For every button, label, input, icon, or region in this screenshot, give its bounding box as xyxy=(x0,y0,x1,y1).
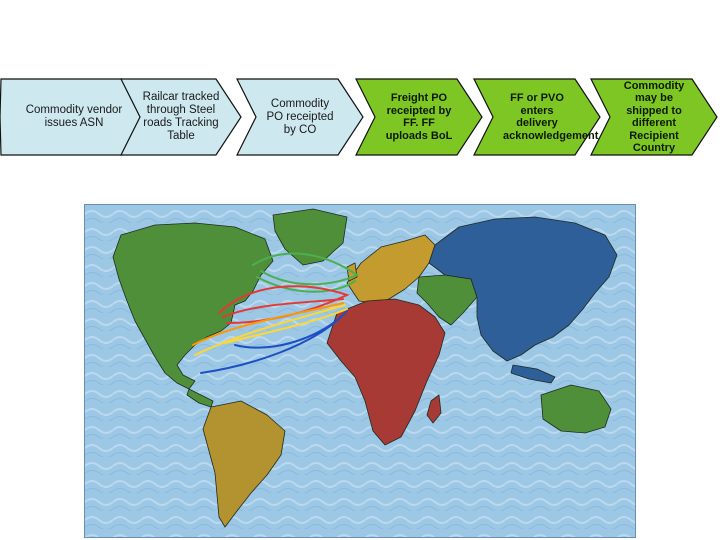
chevron-shape xyxy=(120,78,242,156)
route-yellow-2 xyxy=(224,308,348,344)
route-blue-2 xyxy=(200,316,342,374)
chevron-body xyxy=(120,78,242,156)
asia-shape xyxy=(428,216,618,362)
flow-step-label: Railcar tracked through Steel roads Trac… xyxy=(142,91,220,142)
chevron-shape xyxy=(473,78,601,156)
route-green xyxy=(252,252,360,286)
route-orange xyxy=(192,302,344,346)
chevron-body xyxy=(473,78,601,156)
flow-step-label: Freight PO receipted by FF. FF uploads B… xyxy=(385,92,453,142)
north-america-shape xyxy=(112,222,274,390)
chevron-shape xyxy=(236,78,364,156)
south-america-shape xyxy=(202,400,286,528)
africa-shape xyxy=(326,298,446,446)
shipping-routes xyxy=(192,252,360,374)
australia-shape xyxy=(540,384,612,434)
greenland-shape xyxy=(272,208,348,266)
route-red-2 xyxy=(222,298,344,318)
flow-step-label: Commodity may be shipped to different Re… xyxy=(623,79,685,155)
flow-step-6: Commodity may be shipped to different Re… xyxy=(590,78,718,156)
route-green-2 xyxy=(256,276,356,293)
chevron-body xyxy=(590,78,718,156)
chevron-shape xyxy=(355,78,483,156)
chevron-body xyxy=(355,78,483,156)
flow-step-label: Commodity vendor issues ASN xyxy=(25,104,123,129)
flow-step-2: Railcar tracked through Steel roads Trac… xyxy=(120,78,242,156)
chevron-shape xyxy=(590,78,718,156)
indonesia-shape xyxy=(510,364,556,384)
process-flow: Commodity vendor issues ASN Railcar trac… xyxy=(0,0,720,160)
world-map xyxy=(84,204,636,538)
flow-step-label: Commodity PO receipted by CO xyxy=(266,97,334,136)
route-yellow xyxy=(194,304,346,356)
flow-step-4: Freight PO receipted by FF. FF uploads B… xyxy=(355,78,483,156)
flow-step-label: FF or PVO enters delivery acknowledgemen… xyxy=(503,92,599,142)
flow-step-3: Commodity PO receipted by CO xyxy=(236,78,364,156)
chevron-body xyxy=(236,78,364,156)
madagascar-shape xyxy=(426,394,442,424)
flow-step-5: FF or PVO enters delivery acknowledgemen… xyxy=(473,78,601,156)
